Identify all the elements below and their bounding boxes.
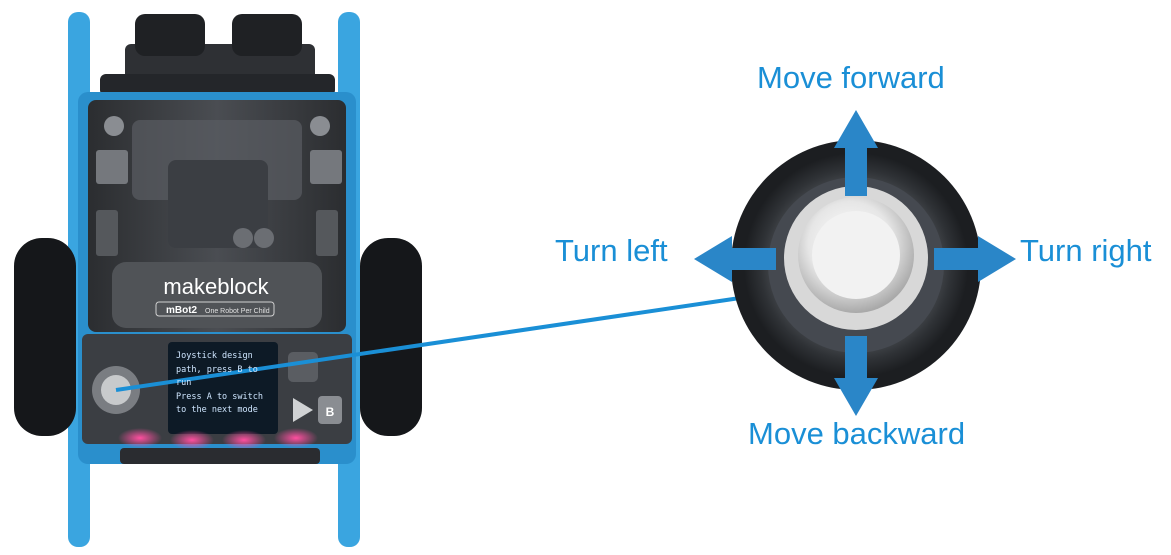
wheel-right [360, 238, 422, 436]
brand-logo: makeblock [163, 274, 269, 299]
display-text: Joystick design path, press B to run Pre… [176, 351, 263, 415]
wheel-left [14, 238, 76, 436]
play-icon [293, 398, 313, 422]
ultrasonic-sensor [100, 14, 335, 96]
button-a [288, 352, 318, 382]
led-glow [274, 428, 318, 448]
led-glow [118, 428, 162, 448]
arrow-up-icon [834, 110, 878, 196]
led-glow [222, 430, 266, 450]
robot-illustration: makeblock mBot2 One Robot Per Child B [14, 12, 422, 547]
arrow-right-icon [934, 236, 1016, 282]
button-b [318, 396, 342, 424]
led-glow [170, 430, 214, 450]
callout-line [115, 296, 741, 392]
label-move-forward: Move forward [757, 60, 945, 95]
arrow-down-icon [834, 336, 878, 416]
display-screen [168, 342, 278, 434]
button-b-label: B [326, 405, 335, 419]
label-move-backward: Move backward [748, 416, 966, 451]
arrow-left-icon [694, 236, 776, 282]
label-turn-right: Turn right [1020, 233, 1152, 268]
battery-pack [112, 262, 322, 328]
label-turn-left: Turn left [555, 233, 668, 268]
model-name: mBot2 [166, 305, 198, 316]
joystick-closeup [731, 140, 981, 390]
model-tagline: One Robot Per Child [205, 308, 270, 315]
